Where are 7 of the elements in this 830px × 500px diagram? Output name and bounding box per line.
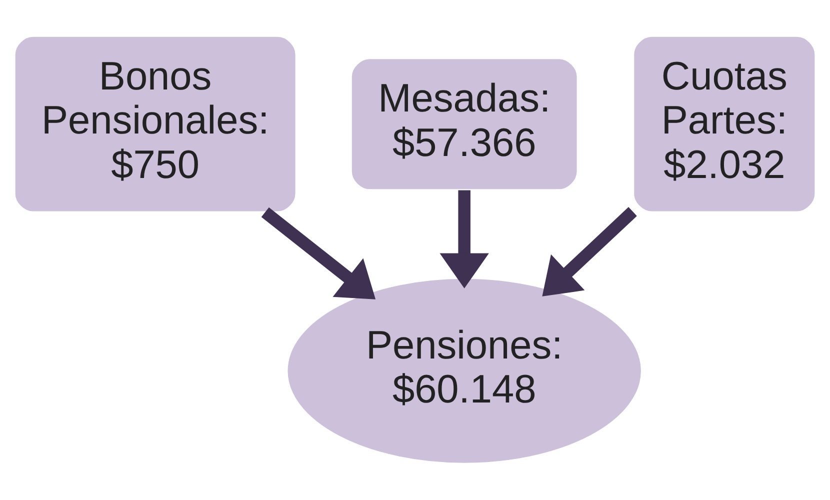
node-box: Cuotas Partes: $2.032 (632, 35, 816, 213)
node-box: Bonos Pensionales: $750 (14, 35, 297, 213)
arrow (440, 190, 489, 288)
arrow (261, 207, 376, 300)
node-ellipse: Pensiones: $60.148 (286, 277, 642, 464)
node-box: Mesadas: $57.366 (350, 58, 578, 191)
arrow (542, 207, 637, 296)
